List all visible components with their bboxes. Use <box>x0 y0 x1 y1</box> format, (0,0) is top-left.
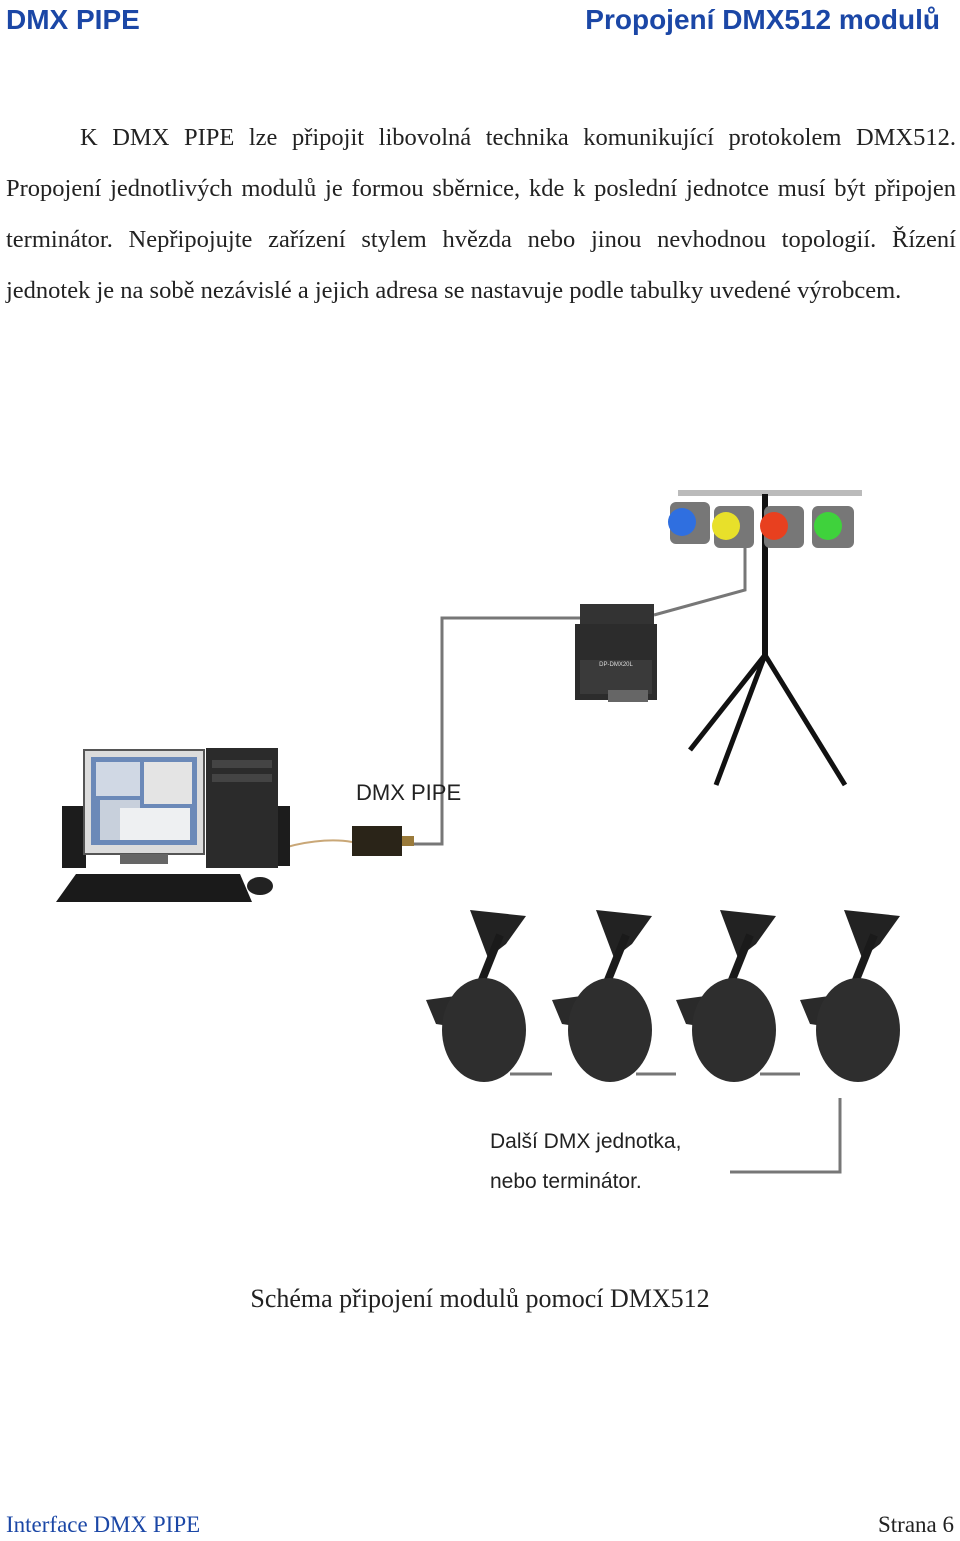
label-next-unit-line2: nebo terminátor. <box>490 1170 642 1193</box>
dmx-pipe-device <box>352 826 414 856</box>
scanner-2 <box>552 910 652 1082</box>
par-lamp-yellow <box>712 506 754 548</box>
label-dmx-pipe: DMX PIPE <box>356 780 462 805</box>
figure-caption: Schéma připojení modulů pomocí DMX512 <box>250 1284 710 1313</box>
header-title-right: Propojení DMX512 modulů <box>585 4 940 35</box>
dimmer-model-label: DP-DMX20L <box>599 662 633 668</box>
computer-illustration <box>56 748 290 902</box>
par-lamp-red <box>760 506 804 548</box>
footer-title: Interface DMX PIPE <box>6 1512 201 1537</box>
scanner-3 <box>676 910 776 1082</box>
par-lamp-blue <box>668 502 710 544</box>
page-number: Strana 6 <box>877 1512 954 1537</box>
scanner-1 <box>426 910 526 1082</box>
connection-diagram: DP-DMX20L <box>0 470 960 1230</box>
lighting-stand <box>668 490 862 787</box>
header-title-left: DMX PIPE <box>6 4 140 35</box>
dmx-cables <box>410 548 842 1174</box>
scanner-4 <box>800 910 900 1082</box>
body-paragraph: K DMX PIPE lze připojit libovolná techni… <box>6 124 956 304</box>
dimmer-module: DP-DMX20L <box>575 604 657 702</box>
par-lamp-green <box>812 506 854 548</box>
label-next-unit-line1: Další DMX jednotka, <box>490 1130 682 1153</box>
